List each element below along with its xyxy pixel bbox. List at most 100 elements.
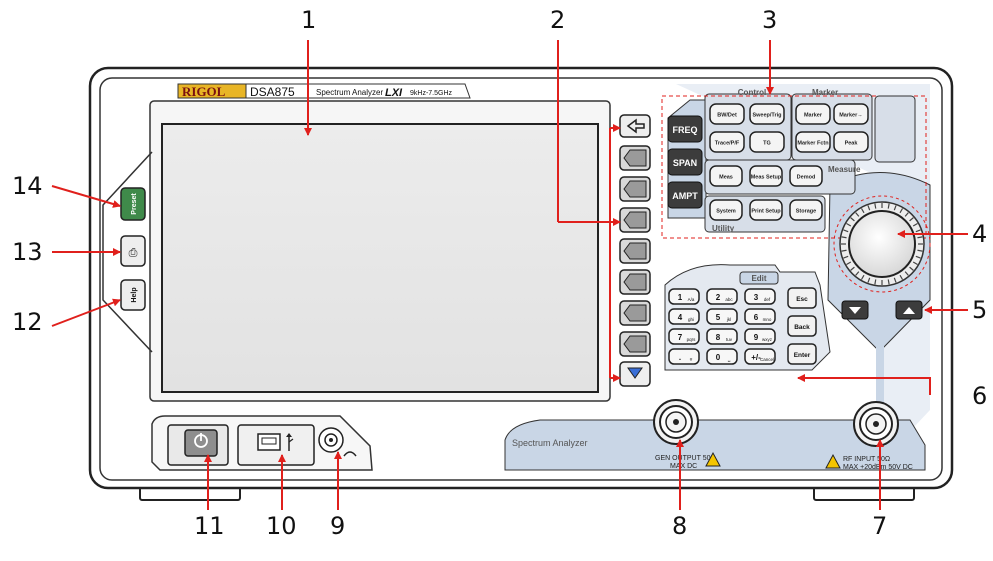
back-key[interactable]: Back (787, 315, 817, 337)
callout-5: 5 (972, 296, 988, 324)
keypad-key[interactable]: 0␣ (706, 348, 738, 365)
storage-key[interactable]: Storage (789, 199, 823, 221)
trace-pf-key-label: Trace/P/F (715, 141, 740, 147)
peak-key[interactable]: Peak (833, 131, 869, 153)
power-button[interactable] (167, 424, 229, 466)
freq-key[interactable]: FREQ (667, 115, 703, 143)
menu-softkey[interactable] (619, 331, 651, 357)
rf-input-label: RF INPUT 50Ω (843, 456, 890, 463)
preset-key[interactable]: Preset (120, 187, 146, 221)
rf-input-sublabel: MAX +20dBm 50V DC (843, 464, 913, 471)
print-key[interactable]: ⎙ (120, 235, 146, 267)
keypad-key-sub: tuv (726, 337, 733, 342)
gen-output-sublabel: MAX DC (670, 463, 697, 470)
callout-14: 14 (12, 172, 43, 200)
callout-7: 7 (872, 512, 888, 540)
marker-key[interactable]: Marker (795, 103, 831, 125)
marker-to-key[interactable]: Marker→ (833, 103, 869, 125)
ampt-key[interactable]: AMPT (667, 181, 703, 209)
keypad-key-sub: jkl (726, 317, 731, 322)
callout-13: 13 (12, 238, 43, 266)
keypad-key-main: 6 (754, 313, 759, 322)
peak-key-label: Peak (845, 141, 859, 147)
edit-group-label: Edit (751, 274, 766, 283)
down-arrow-key[interactable] (841, 300, 869, 320)
auto-panel (874, 95, 916, 163)
meas-key[interactable]: Meas (709, 165, 743, 187)
brand-plate (177, 83, 247, 99)
meas-key-label: Meas (719, 175, 733, 181)
return-key[interactable] (619, 114, 651, 138)
storage-key-label: Storage (796, 209, 816, 215)
keypad-key[interactable]: 7 pqrs (668, 328, 700, 345)
help-key[interactable]: Help (120, 279, 146, 311)
menu-softkey[interactable] (619, 176, 651, 202)
rotary-knob[interactable] (848, 210, 916, 278)
callout-9: 9 (330, 512, 346, 540)
keypad-key-sub: A/a (688, 297, 695, 302)
enter-key[interactable]: Enter (787, 343, 817, 365)
callout-6: 6 (972, 382, 988, 410)
bw-det-key[interactable]: BW/Det (709, 103, 745, 125)
bottom-label-strip (504, 419, 926, 471)
menu-softkeys (619, 145, 651, 357)
usb-icon (286, 433, 294, 451)
bw-det-key-label: BW/Det (717, 113, 737, 119)
keypad-key-main: . (679, 353, 681, 362)
keypad-key-main: 0 (716, 353, 721, 362)
print-setup-key-label: Print Setup (751, 209, 781, 215)
headphone-jack[interactable] (318, 427, 344, 453)
callout-arrows (51, 40, 968, 510)
tg-key[interactable]: TG (749, 131, 785, 153)
span-key[interactable]: SPAN (667, 148, 703, 176)
edit-label-tab (739, 271, 779, 285)
keypad-key-sub: pqrs (687, 337, 697, 342)
gen-output-connector[interactable] (653, 399, 699, 445)
keypad-key[interactable]: +/-Cancel (744, 348, 776, 365)
print-setup-key[interactable]: Print Setup (749, 199, 783, 221)
keypad-key-main: 4 (678, 313, 683, 322)
menu-softkey[interactable] (619, 145, 651, 171)
callout-4: 4 (972, 220, 988, 248)
chassis-inner-outline (99, 77, 943, 481)
callout-11: 11 (194, 512, 225, 540)
marker-fctn-key[interactable]: Marker Fctn (795, 131, 831, 153)
knob-ticks (841, 203, 923, 285)
demod-key[interactable]: Demod (789, 165, 823, 187)
menu-softkey[interactable] (619, 269, 651, 295)
keypad-key-main: 2 (716, 293, 721, 302)
menu-softkey[interactable] (619, 300, 651, 326)
marker-to-key-label: Marker→ (839, 113, 863, 119)
rf-input-connector[interactable] (853, 401, 899, 447)
menu-softkey[interactable] (619, 238, 651, 264)
up-arrow-key[interactable] (895, 300, 923, 320)
lcd-screen (161, 123, 599, 393)
sweep-trig-key[interactable]: Sweep/Trig (749, 103, 785, 125)
meas-setup-key[interactable]: Meas Setup (749, 165, 783, 187)
system-key[interactable]: System (709, 199, 743, 221)
page-down-key[interactable] (619, 361, 651, 387)
usb-host-port[interactable] (257, 433, 281, 451)
marker-group-label: Marker (812, 88, 838, 97)
bottom-panel-label: Spectrum Analyzer (512, 438, 588, 448)
trace-pf-key[interactable]: Trace/P/F (709, 131, 745, 153)
knob-vertical-strip (876, 340, 884, 460)
esc-key[interactable]: Esc (787, 287, 817, 309)
keypad-key-main: +/- (751, 353, 761, 362)
model-name: DSA875 (250, 85, 295, 99)
rf-input-warning-icon (825, 453, 841, 469)
keypad-key-main: 7 (678, 333, 683, 342)
menu-softkey[interactable] (619, 207, 651, 233)
keypad-key[interactable]: .# (668, 348, 700, 365)
demod-key-label: Demod (797, 175, 816, 181)
